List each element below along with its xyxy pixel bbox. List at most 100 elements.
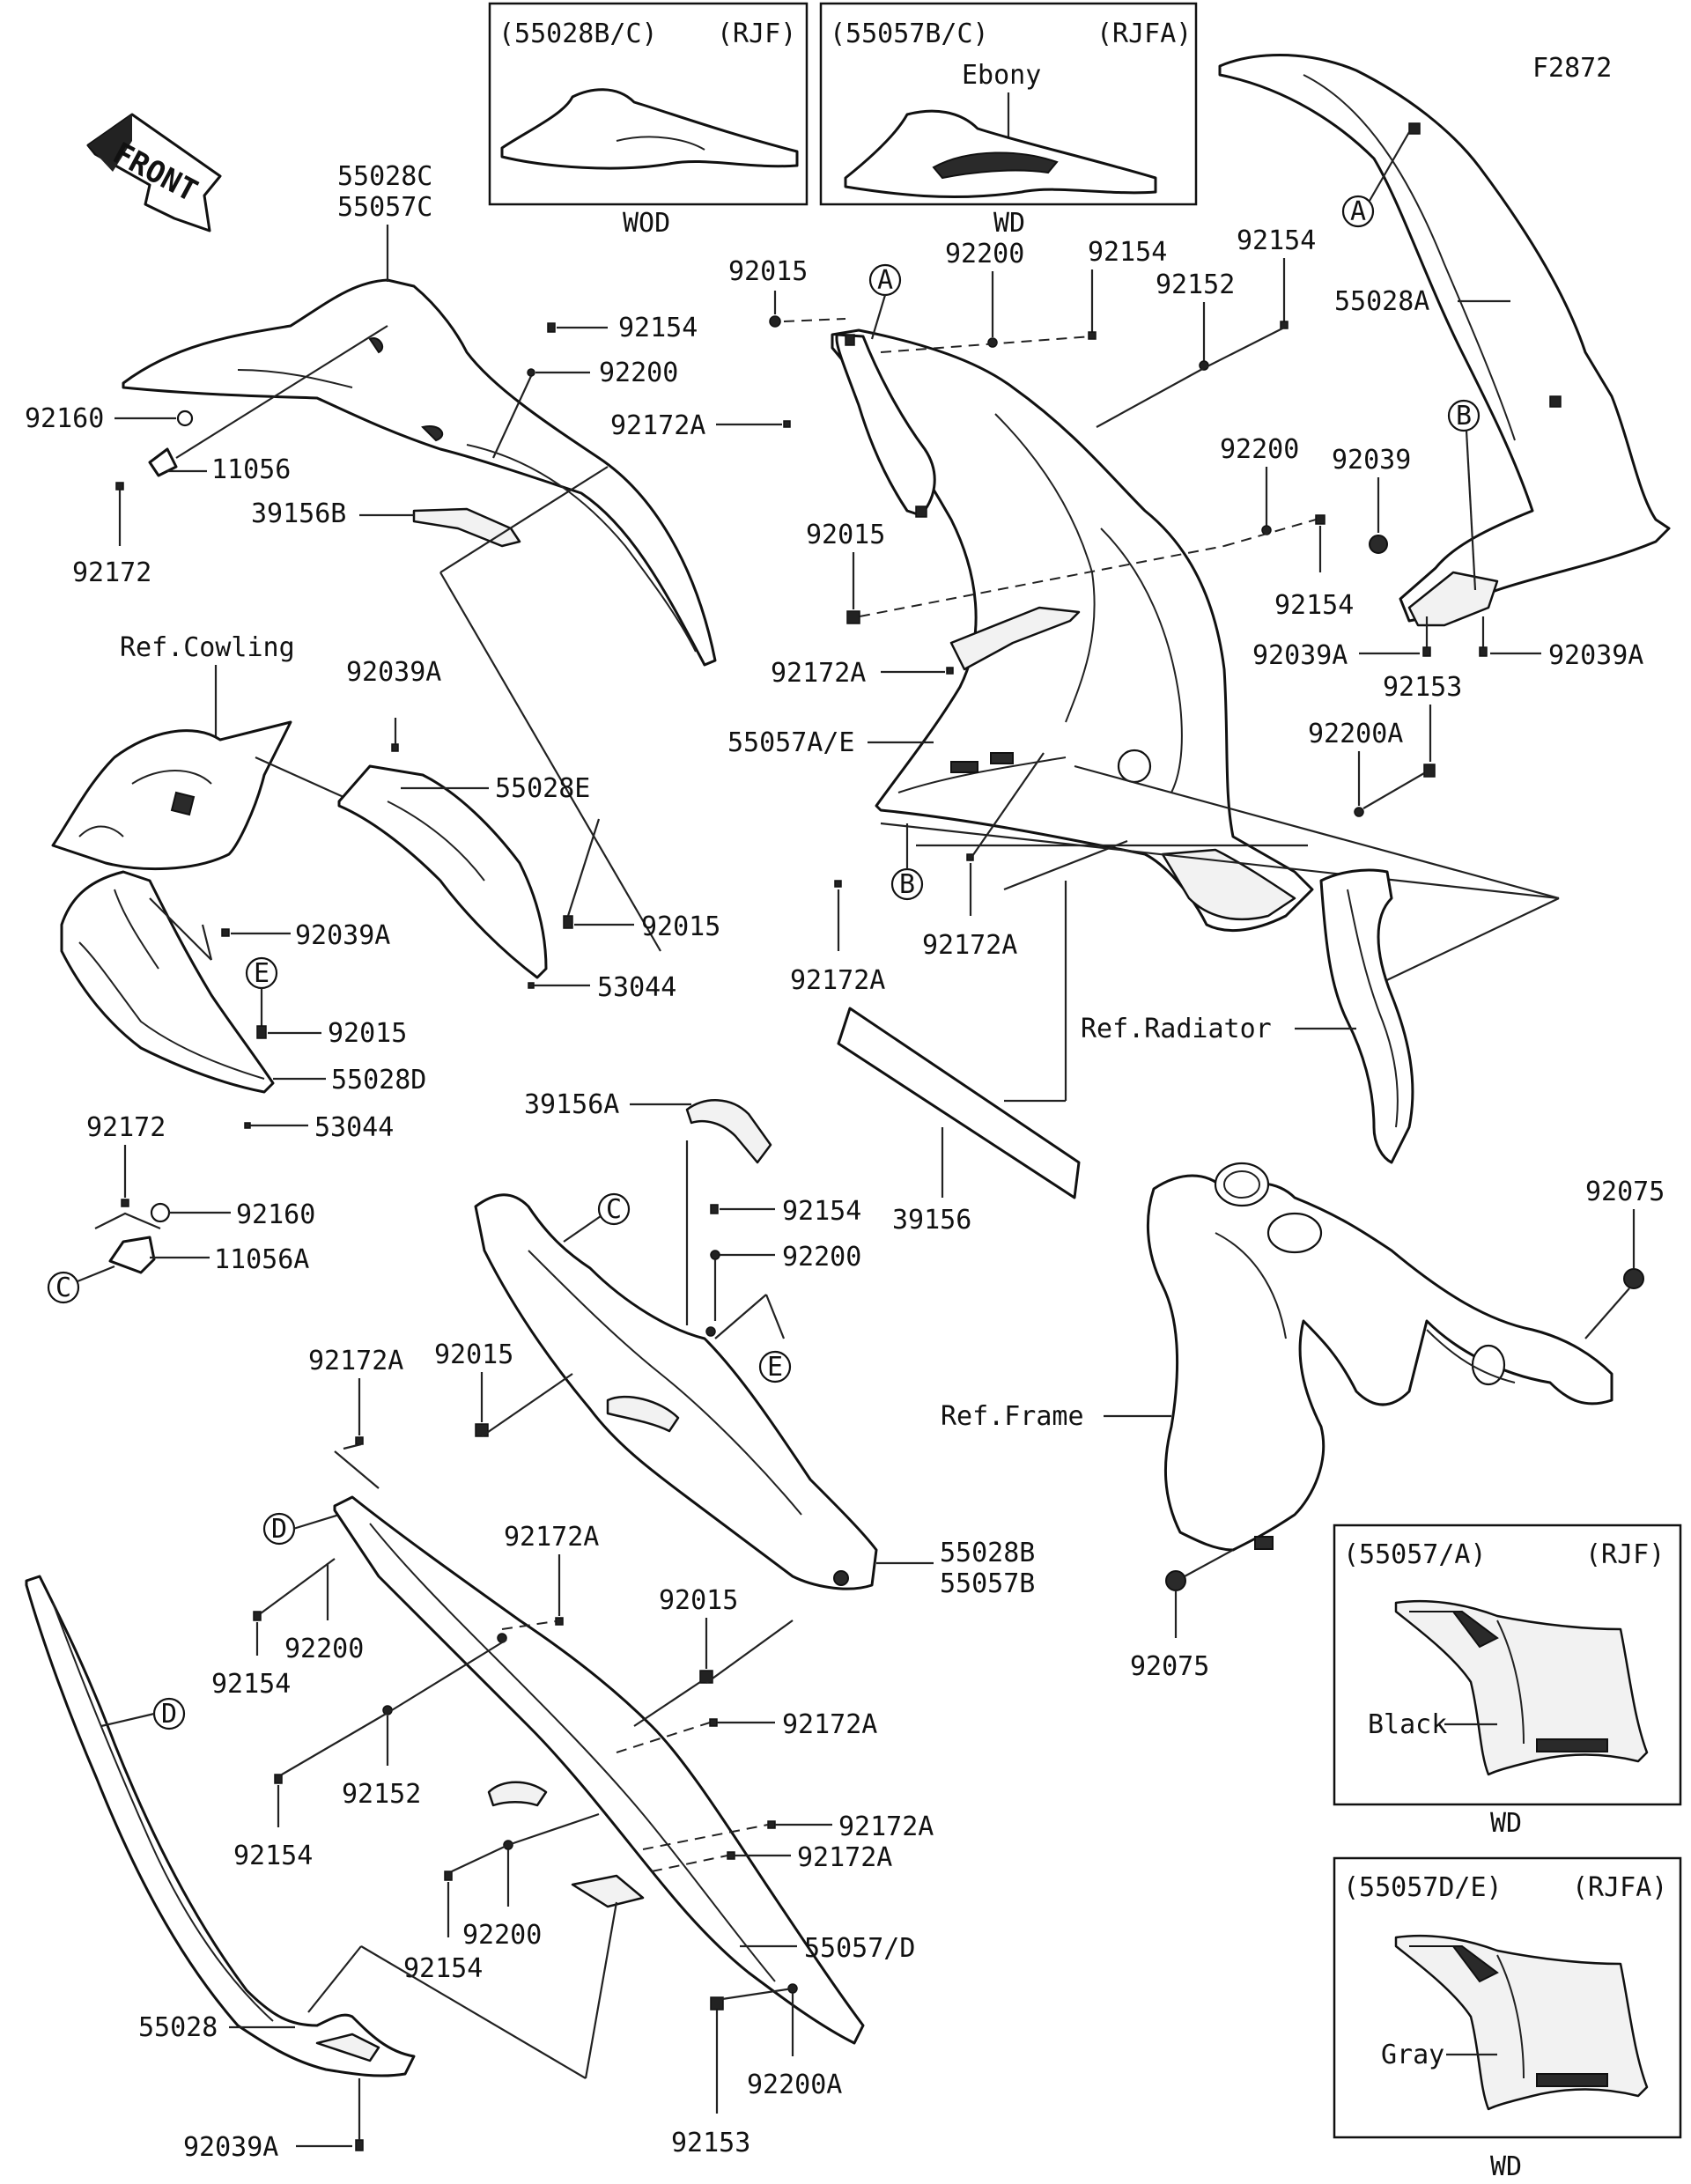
ref-frame-label: Ref.Frame (941, 1401, 1084, 1432)
label-55057C: 55057C (337, 192, 432, 223)
label-92160-b: 92160 (236, 1199, 315, 1230)
grommet-92015-e (256, 1025, 267, 1039)
label-92154-top: 92154 (618, 313, 698, 343)
grommet-92015-mid (846, 610, 860, 624)
label-92039A-bot: 92039A (183, 2132, 278, 2163)
label-11056: 11056 (211, 454, 291, 485)
bolt-92154-e (444, 1870, 453, 1881)
screw-92172A-e (709, 1718, 718, 1727)
figure-code: F2872 (1532, 53, 1612, 84)
label-92172A-e: 92172A (782, 1709, 877, 1740)
inset-rjfa-upper: (55057B/C) (RJFA) Ebony WD (819, 2, 1198, 239)
ref-cowling-label: Ref.Cowling (120, 632, 295, 663)
label-92152-top: 92152 (1156, 269, 1235, 300)
callout-B-right (1447, 399, 1481, 432)
inset-rjfa-side: (55057D/E) (RJFA) Gray WD (1333, 1856, 1682, 2182)
label-92154-d: 92154 (211, 1669, 291, 1700)
callout-D-left-text: D (161, 1699, 177, 1730)
label-92153-r: 92153 (1383, 672, 1462, 703)
screw-92172-b (121, 1199, 129, 1207)
screw-92172A-h (727, 1851, 735, 1860)
inset-rjfa-upper-color: Ebony (962, 60, 1041, 91)
ref-radiator-label: Ref.Radiator (1081, 1014, 1272, 1044)
lower-cowl-55057D (333, 1495, 865, 2045)
inset-rjfa-upper-part: (55057B/C) (830, 18, 989, 49)
label-92153-bot: 92153 (671, 2128, 750, 2158)
inset-rjf-side-color: Black (1368, 1709, 1447, 1740)
cowling-reference (51, 720, 292, 871)
callout-C-left (47, 1271, 80, 1304)
strip-39156 (837, 1007, 1081, 1199)
nut-53044-a (528, 982, 535, 989)
label-92015-l: 92015 (641, 911, 720, 942)
label-92039: 92039 (1332, 445, 1411, 476)
bolt-92154-mid (1088, 331, 1097, 340)
callout-A-right (1341, 195, 1375, 228)
screw-92172 (115, 482, 124, 491)
screw-92172A-b2 (966, 853, 974, 861)
label-92200-top: 92200 (599, 358, 678, 388)
bolt-92154-right2 (1315, 514, 1325, 525)
label-39156: 39156 (892, 1205, 971, 1236)
label-92172A-top: 92172A (610, 410, 705, 441)
screw-92172A-mid (946, 667, 954, 675)
inset-rjfa-upper-region: (RJFA) (1097, 18, 1192, 49)
label-92075-b: 92075 (1130, 1651, 1209, 1682)
inner-panel-55028E (337, 764, 548, 979)
label-55057AE: 55057A/E (727, 727, 855, 758)
callout-B-right-text: B (1456, 401, 1472, 432)
inset-rjf-upper-region: (RJF) (717, 18, 796, 49)
label-92200-e: 92200 (462, 1920, 542, 1951)
bolt-92039A-r2 (1479, 646, 1488, 657)
bracket-11056A (108, 1236, 156, 1274)
label-92172A-f: 92172A (504, 1522, 599, 1553)
bolt-92039A-left1 (391, 743, 399, 752)
bolt-92154-d2 (274, 1774, 283, 1784)
label-92172A-mid: 92172A (771, 658, 866, 689)
inset-rjf-upper-caption: WOD (623, 208, 670, 239)
grommet-92015-top (769, 315, 781, 328)
label-92160-a: 92160 (25, 403, 104, 434)
label-92172A-b2: 92172A (922, 930, 1017, 961)
screw-92172A-g (767, 1820, 776, 1829)
label-92015-e: 92015 (328, 1018, 407, 1049)
nut-92200-top (527, 368, 535, 377)
inset-rjf-side-region: (RJF) (1585, 1539, 1665, 1570)
label-92154-d2: 92154 (233, 1841, 313, 1871)
label-53044-a: 53044 (597, 972, 676, 1003)
screw-92172A-top (783, 420, 791, 428)
callout-C-center (597, 1192, 631, 1226)
bolt-92039A-r1 (1422, 646, 1431, 657)
label-92172-a: 92172 (72, 557, 151, 588)
label-55028B: 55028B (940, 1538, 1035, 1568)
label-92075-a: 92075 (1585, 1177, 1665, 1207)
grommet-92015-left (563, 915, 573, 929)
label-92015-mid: 92015 (806, 520, 885, 550)
pad-39156A (685, 1099, 772, 1164)
label-55028A: 55028A (1334, 286, 1429, 317)
inset-rjf-side-caption: WD (1490, 1808, 1522, 1839)
callout-A-right-text: A (1350, 196, 1366, 227)
grommet-92015-e2 (699, 1670, 713, 1684)
label-92039A-r1: 92039A (1252, 640, 1348, 671)
callout-B-center-text: B (899, 869, 915, 900)
label-92200A-bot: 92200A (747, 2070, 842, 2100)
pad-39156B (412, 507, 521, 548)
label-92200-mid: 92200 (945, 239, 1024, 269)
radiator-reference (1319, 868, 1414, 1164)
bolt-92154-right (1280, 321, 1289, 329)
label-92200-c: 92200 (782, 1242, 861, 1273)
inset-rjf-upper-part: (55028B/C) (498, 18, 658, 49)
bolt-92154-c (710, 1204, 719, 1214)
callout-A-center-text: A (877, 265, 893, 296)
label-92015-top: 92015 (728, 256, 808, 287)
inset-rjfa-side-color: Gray (1381, 2040, 1444, 2070)
nut-92200-mid (987, 337, 998, 348)
bolt-92154-top (547, 322, 556, 333)
lower-strip-55028 (25, 1575, 416, 2077)
inset-rjfa-side-region: (RJFA) (1572, 1872, 1667, 1903)
screw-92172A-f (555, 1617, 564, 1626)
inset-rjfa-side-part: (55057D/E) (1343, 1872, 1503, 1903)
label-39156B: 39156B (251, 498, 346, 529)
